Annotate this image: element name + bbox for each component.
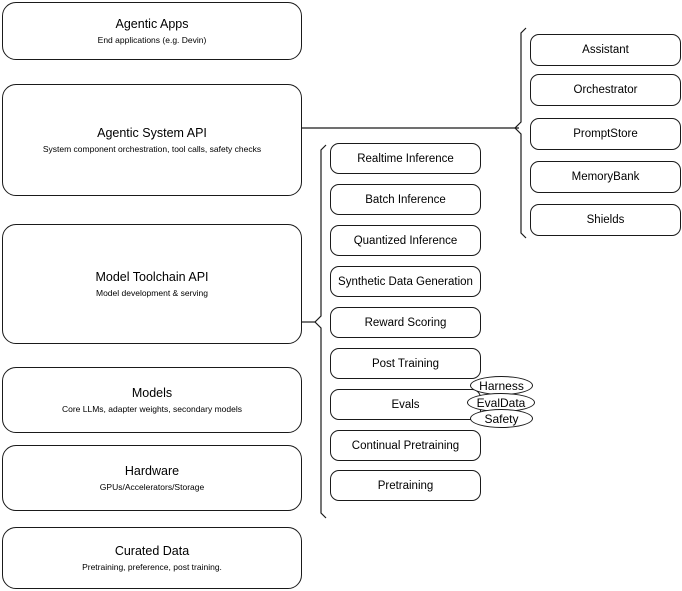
stack-layer-subtitle: GPUs/Accelerators/Storage: [99, 482, 205, 492]
evals-badge-label: Harness: [479, 378, 524, 393]
agentic-component-label: Assistant: [582, 44, 629, 56]
connector-agentic-components-bracket: [514, 27, 527, 239]
toolchain-component-quantized-inference[interactable]: Quantized Inference: [330, 225, 481, 256]
connector-toolchain-components-bracket: [314, 144, 327, 519]
agentic-component-shields[interactable]: Shields: [530, 204, 681, 236]
stack-layer-title: Curated Data: [114, 544, 190, 558]
agentic-component-memorybank[interactable]: MemoryBank: [530, 161, 681, 193]
toolchain-component-post-training[interactable]: Post Training: [330, 348, 481, 379]
toolchain-component-label: Batch Inference: [365, 193, 446, 206]
toolchain-component-label: Continual Pretraining: [351, 439, 460, 452]
toolchain-component-pretraining[interactable]: Pretraining: [330, 470, 481, 501]
stack-layer-agentic-system-api[interactable]: Agentic System API System component orche…: [2, 84, 302, 196]
stack-layer-subtitle: System component orchestration, tool cal…: [42, 144, 262, 154]
toolchain-component-realtime-inference[interactable]: Realtime Inference: [330, 143, 481, 174]
stack-layer-subtitle: Pretraining, preference, post training.: [82, 562, 222, 572]
toolchain-component-reward-scoring[interactable]: Reward Scoring: [330, 307, 481, 338]
toolchain-component-continual-pretraining[interactable]: Continual Pretraining: [330, 430, 481, 461]
evals-badge-harness[interactable]: Harness: [470, 376, 533, 395]
toolchain-component-label: Synthetic Data Generation: [338, 275, 473, 288]
agentic-component-label: MemoryBank: [571, 171, 640, 183]
toolchain-component-label: Realtime Inference: [357, 152, 454, 165]
stack-layer-title: Model Toolchain API: [95, 270, 209, 284]
evals-badge-safety[interactable]: Safety: [470, 409, 533, 428]
stack-layer-title: Hardware: [124, 464, 180, 478]
agentic-component-promptstore[interactable]: PromptStore: [530, 118, 681, 150]
toolchain-component-label: Evals: [391, 398, 420, 411]
agentic-component-label: Shields: [586, 214, 625, 226]
toolchain-component-label: Quantized Inference: [353, 234, 458, 247]
agentic-component-assistant[interactable]: Assistant: [530, 34, 681, 66]
stack-layer-subtitle: End applications (e.g. Devin): [97, 35, 207, 45]
stack-layer-subtitle: Core LLMs, adapter weights, secondary mo…: [61, 404, 242, 414]
stack-layer-title: Models: [131, 386, 173, 400]
toolchain-component-evals[interactable]: Evals: [330, 389, 481, 420]
toolchain-component-label: Pretraining: [377, 479, 434, 492]
stack-layer-model-toolchain-api[interactable]: Model Toolchain API Model development & s…: [2, 224, 302, 344]
toolchain-component-batch-inference[interactable]: Batch Inference: [330, 184, 481, 215]
agentic-component-label: PromptStore: [573, 128, 638, 140]
agentic-component-label: Orchestrator: [573, 84, 638, 96]
evals-badge-label: EvalData: [476, 395, 526, 410]
evals-badge-label: Safety: [484, 411, 519, 426]
toolchain-component-label: Post Training: [371, 357, 440, 370]
stack-layer-subtitle: Model development & serving: [96, 288, 208, 298]
toolchain-component-label: Reward Scoring: [364, 316, 447, 329]
agentic-component-orchestrator[interactable]: Orchestrator: [530, 74, 681, 106]
stack-layer-title: Agentic Apps: [115, 17, 189, 31]
stack-layer-title: Agentic System API: [97, 126, 207, 140]
toolchain-component-synthetic-data-generation[interactable]: Synthetic Data Generation: [330, 266, 481, 297]
